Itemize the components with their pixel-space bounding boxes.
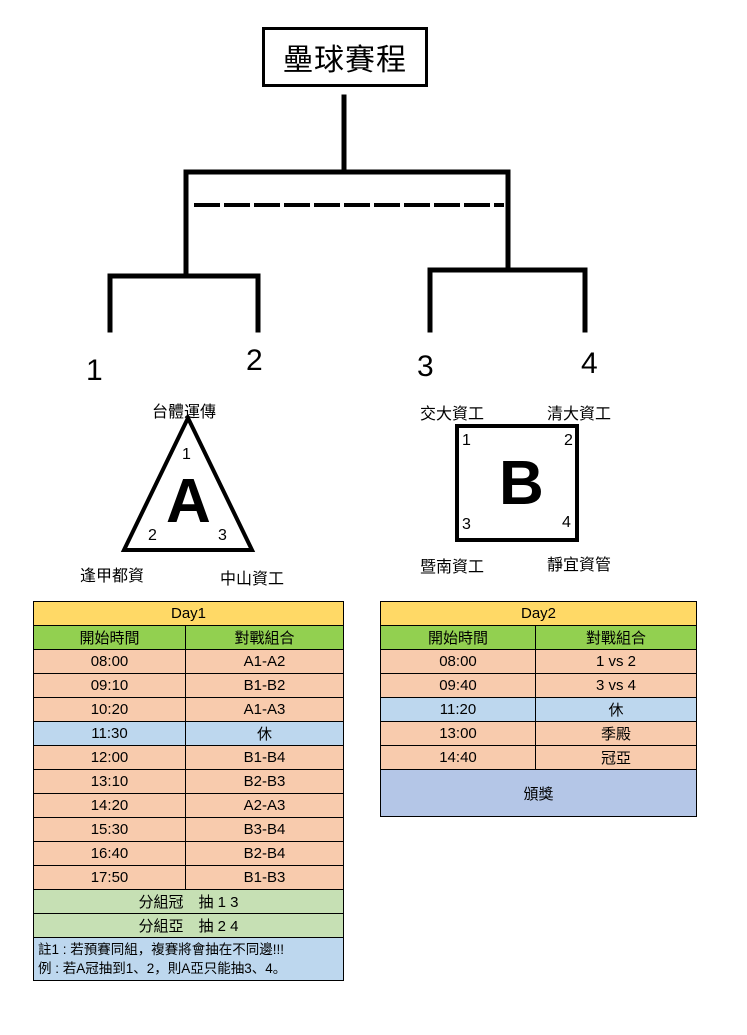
group-b-team-bottom-right: 靜宜資管 bbox=[547, 555, 612, 574]
day1-header-row: 開始時間 對戰組合 bbox=[33, 625, 344, 650]
group-a-pos-1: 1 bbox=[182, 446, 191, 463]
table-row: 08:00 1 vs 2 bbox=[380, 649, 697, 674]
day1-title-row: Day1 bbox=[33, 601, 344, 626]
group-b-pos-4: 4 bbox=[562, 514, 571, 531]
draw-row: 分組亞 抽 2 4 bbox=[33, 913, 344, 938]
day1-match: 休 bbox=[185, 721, 344, 746]
group-a-letter: A bbox=[166, 467, 211, 536]
day1-time: 15:30 bbox=[33, 817, 186, 842]
day1-header-match: 對戰組合 bbox=[185, 625, 344, 650]
group-b-pos-1: 1 bbox=[462, 432, 471, 449]
seed-2: 2 bbox=[246, 344, 263, 377]
day2-match: 3 vs 4 bbox=[535, 673, 697, 698]
day1-header-time: 開始時間 bbox=[33, 625, 186, 650]
group-a-team-top: 台體運傳 bbox=[152, 402, 217, 421]
note-line-2: 例 : 若A冠抽到1、2，則A亞只能抽3、4。 bbox=[38, 961, 287, 976]
group-b-letter: B bbox=[499, 449, 544, 518]
day1-title: Day1 bbox=[33, 601, 344, 626]
day1-time: 12:00 bbox=[33, 745, 186, 770]
day2-time: 11:20 bbox=[380, 697, 536, 722]
group-b-pos-3: 3 bbox=[462, 516, 471, 533]
table-row: 10:20 A1-A3 bbox=[33, 697, 344, 722]
day2-time: 14:40 bbox=[380, 745, 536, 770]
group-b-pos-2: 2 bbox=[564, 432, 573, 449]
table-row: 13:00 季殿 bbox=[380, 721, 697, 746]
day1-match: A2-A3 bbox=[185, 793, 344, 818]
seed-1: 1 bbox=[86, 354, 103, 387]
day1-match: B1-B3 bbox=[185, 865, 344, 890]
table-row-rest: 11:20 休 bbox=[380, 697, 697, 722]
award-ceremony: 頒獎 bbox=[380, 769, 697, 817]
seed-4: 4 bbox=[581, 347, 598, 380]
day2-match: 季殿 bbox=[535, 721, 697, 746]
day2-match: 冠亞 bbox=[535, 745, 697, 770]
day1-time: 13:10 bbox=[33, 769, 186, 794]
group-b-team-top-right: 清大資工 bbox=[547, 404, 612, 423]
day2-time: 08:00 bbox=[380, 649, 536, 674]
day1-time: 11:30 bbox=[33, 721, 186, 746]
day2-match: 1 vs 2 bbox=[535, 649, 697, 674]
table-row: 16:40 B2-B4 bbox=[33, 841, 344, 866]
day1-time: 09:10 bbox=[33, 673, 186, 698]
bracket-semi-right bbox=[427, 267, 588, 333]
day1-match: A1-A2 bbox=[185, 649, 344, 674]
table-row: 13:10 B2-B3 bbox=[33, 769, 344, 794]
day1-match: B1-B2 bbox=[185, 673, 344, 698]
group-b-team-bottom-left: 暨南資工 bbox=[420, 557, 485, 576]
day1-match: B2-B3 bbox=[185, 769, 344, 794]
day2-schedule-table: Day2 開始時間 對戰組合 08:00 1 vs 2 09:40 3 vs 4… bbox=[380, 601, 697, 817]
day2-time: 13:00 bbox=[380, 721, 536, 746]
day2-header-row: 開始時間 對戰組合 bbox=[380, 625, 697, 650]
table-row: 08:00 A1-A2 bbox=[33, 649, 344, 674]
group-a-pos-3: 3 bbox=[218, 527, 227, 544]
bracket-diagram bbox=[107, 94, 588, 333]
day2-time: 09:40 bbox=[380, 673, 536, 698]
group-b-square bbox=[455, 424, 579, 542]
table-row: 09:10 B1-B2 bbox=[33, 673, 344, 698]
day1-match: B1-B4 bbox=[185, 745, 344, 770]
day1-time: 14:20 bbox=[33, 793, 186, 818]
day1-match: B2-B4 bbox=[185, 841, 344, 866]
note-line-1: 註1 : 若預賽同組，複賽將會抽在不同邊!!! bbox=[38, 942, 285, 957]
draw-runner-up: 分組亞 抽 2 4 bbox=[33, 913, 344, 938]
draw-champion: 分組冠 抽 1 3 bbox=[33, 889, 344, 914]
day2-title: Day2 bbox=[380, 601, 697, 626]
group-a-team-bottom-right: 中山資工 bbox=[220, 569, 285, 588]
day1-match: B3-B4 bbox=[185, 817, 344, 842]
day1-time: 17:50 bbox=[33, 865, 186, 890]
table-row: 09:40 3 vs 4 bbox=[380, 673, 697, 698]
day2-header-match: 對戰組合 bbox=[535, 625, 697, 650]
table-row: 14:40 冠亞 bbox=[380, 745, 697, 770]
note-row: 註1 : 若預賽同組，複賽將會抽在不同邊!!! 例 : 若A冠抽到1、2，則A亞… bbox=[33, 937, 344, 981]
group-a-pos-2: 2 bbox=[148, 527, 157, 544]
bracket-final-bar bbox=[183, 169, 511, 275]
day2-match: 休 bbox=[535, 697, 697, 722]
day2-header-time: 開始時間 bbox=[380, 625, 536, 650]
table-row: 17:50 B1-B3 bbox=[33, 865, 344, 890]
day1-schedule-table: Day1 開始時間 對戰組合 08:00 A1-A2 09:10 B1-B2 1… bbox=[33, 601, 344, 981]
group-a-team-bottom-left: 逢甲都資 bbox=[80, 566, 145, 585]
day2-title-row: Day2 bbox=[380, 601, 697, 626]
seed-3: 3 bbox=[417, 350, 434, 383]
table-row: 15:30 B3-B4 bbox=[33, 817, 344, 842]
table-row: 14:20 A2-A3 bbox=[33, 793, 344, 818]
day1-time: 08:00 bbox=[33, 649, 186, 674]
day1-time: 16:40 bbox=[33, 841, 186, 866]
day1-time: 10:20 bbox=[33, 697, 186, 722]
group-a-triangle bbox=[120, 414, 256, 552]
draw-row: 分組冠 抽 1 3 bbox=[33, 889, 344, 914]
bracket-semi-left bbox=[107, 273, 261, 333]
group-b-team-top-left: 交大資工 bbox=[420, 404, 485, 423]
award-row: 頒獎 bbox=[380, 769, 697, 817]
table-row-rest: 11:30 休 bbox=[33, 721, 344, 746]
schedule-title: 壘球賽程 bbox=[262, 27, 428, 87]
day1-match: A1-A3 bbox=[185, 697, 344, 722]
table-row: 12:00 B1-B4 bbox=[33, 745, 344, 770]
